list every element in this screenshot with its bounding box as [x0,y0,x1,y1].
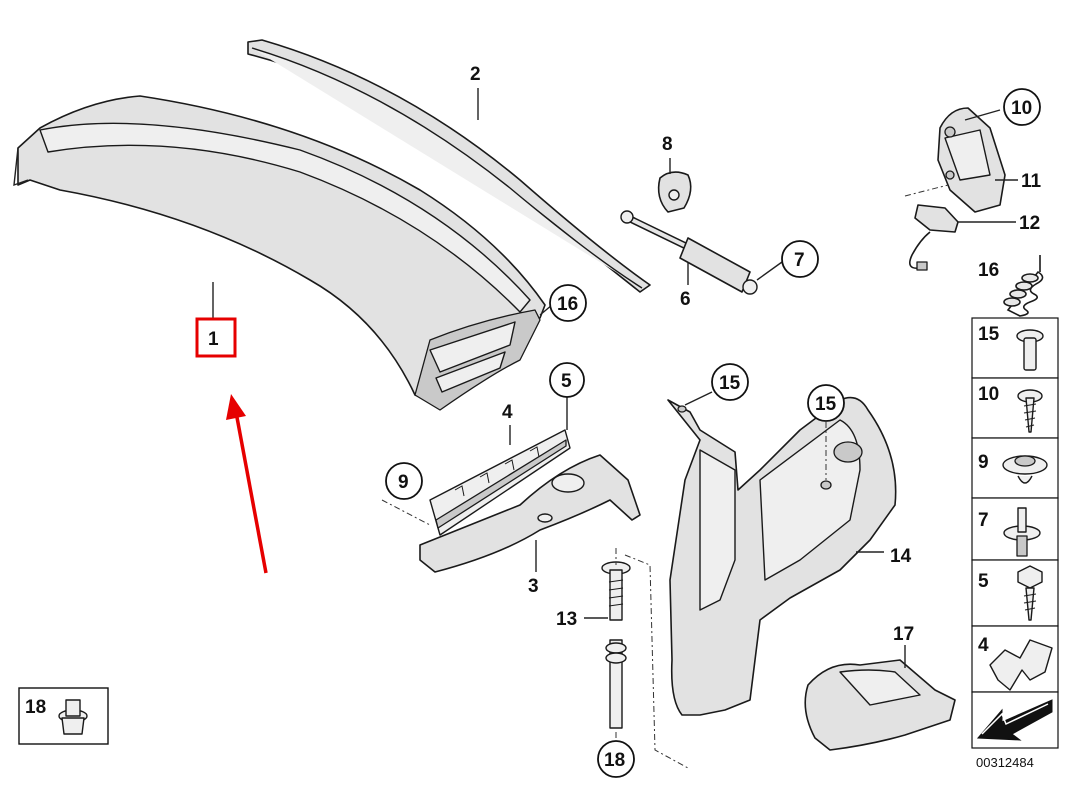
rivet-7-icon [1003,507,1041,557]
callout-9: 9 [398,472,409,493]
red-arrow-icon [226,394,268,574]
clip-4-icon [989,639,1053,691]
legend-label-15: 15 [978,324,1000,345]
legend-label-7: 7 [978,510,989,531]
callout-9-circle [385,462,423,500]
callout-8: 8 [662,134,673,155]
document-number: 00312484 [976,755,1034,770]
callout-5: 5 [561,371,572,392]
callout-14: 14 [890,546,912,567]
part-18-bolt-icon [58,699,88,735]
part-2-seal-strip[interactable] [247,39,651,293]
part-17-trim[interactable] [804,659,956,751]
fastener-legend: 15 10 9 7 5 4 [971,317,1059,749]
callout-1: 1 [208,329,219,350]
callout-16-circle [549,284,587,322]
callout-12: 12 [1019,213,1040,234]
part-3-bracket[interactable] [419,454,641,573]
callout-3: 3 [528,576,539,597]
hex-screw-5-icon [1017,565,1043,621]
legend-cell-15[interactable] [971,317,1059,379]
direction-arrow-icon [976,699,1053,741]
legend-label-5: 5 [978,571,989,592]
legend-label-9: 9 [978,452,989,473]
callout-13: 13 [556,609,577,630]
legend-label-4: 4 [978,635,989,656]
legend-cell-10[interactable] [971,377,1059,439]
callout-15a-circle [711,363,749,401]
callout-18b: 18 [604,750,625,771]
part-10-latch-bracket[interactable] [937,107,1006,213]
legend-label-10: 10 [978,384,999,405]
part-1-cover[interactable] [13,95,546,411]
callout-18a: 18 [25,697,46,718]
callout-15b: 15 [815,394,837,415]
screw-10-icon [1017,389,1043,433]
callout-1-highlight-box [195,317,237,358]
callout-15a: 15 [719,373,741,394]
callout-2: 2 [470,64,481,85]
part-13-bolt[interactable] [601,561,631,729]
callout-11: 11 [1021,171,1042,192]
callout-17: 17 [893,624,914,645]
callout-16b: 16 [978,260,999,281]
callout-4: 4 [502,402,513,423]
part-6-gas-strut[interactable] [620,210,758,295]
callout-5-circle [549,362,585,398]
callout-18-circle [597,740,635,778]
bolt-15-icon [1016,329,1044,371]
part-4-rail[interactable] [429,429,571,536]
part-12-sensor[interactable] [909,204,959,271]
part-8-bracket[interactable] [657,171,692,213]
callout-15b-circle [807,384,845,422]
callout-6: 6 [680,289,691,310]
part-16-spring[interactable] [1003,255,1044,317]
callout-7: 7 [794,250,805,271]
callout-10-circle [1003,88,1041,126]
callout-16a: 16 [557,294,578,315]
callout-10: 10 [1011,98,1032,119]
part-14-panel[interactable] [667,396,897,716]
callout-7-circle [781,240,819,278]
legend-cell-5[interactable] [971,559,1059,627]
nut-9-icon [1002,455,1048,484]
